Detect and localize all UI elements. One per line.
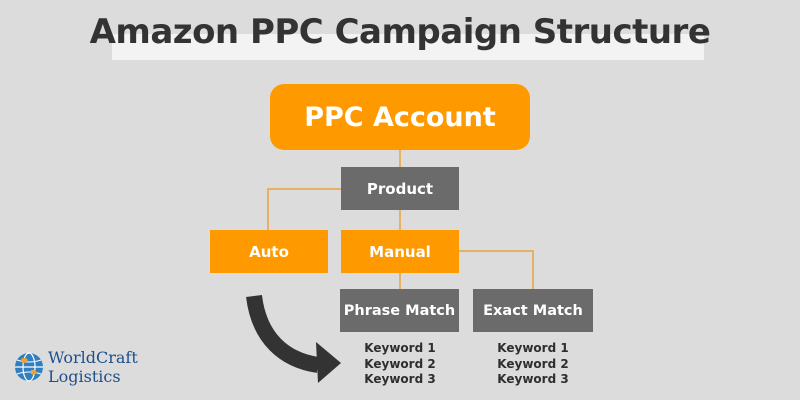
- keyword-item: Keyword 2: [364, 356, 436, 371]
- phrase-keyword-list: Keyword 1 Keyword 2 Keyword 3: [340, 341, 460, 388]
- keyword-item: Keyword 2: [497, 356, 569, 371]
- phrase-match-box: Phrase Match: [340, 289, 459, 332]
- ppc-account-box: PPC Account: [270, 84, 530, 150]
- arrow-head-icon: [316, 342, 341, 383]
- exact-match-box: Exact Match: [473, 289, 593, 332]
- connector-manual-exact: [459, 250, 534, 289]
- title-highlight-band: [112, 34, 704, 60]
- keyword-item: Keyword 3: [364, 372, 436, 386]
- worldcraft-logo: WorldCraft Logistics: [12, 348, 152, 388]
- page-title: Amazon PPC Campaign Structure: [89, 12, 711, 52]
- keyword-item: Keyword 1: [497, 341, 569, 355]
- connector-product-auto: [267, 188, 341, 230]
- keyword-item: Keyword 1: [364, 341, 436, 355]
- logo-text-line1: WorldCraft: [48, 348, 138, 367]
- exact-keyword-list: Keyword 1 Keyword 2 Keyword 3: [473, 341, 593, 388]
- logo-text-line2: Logistics: [48, 367, 121, 386]
- curved-arrow-icon: [246, 294, 320, 373]
- keyword-item: Keyword 3: [497, 372, 569, 386]
- globe-icon: [15, 352, 43, 382]
- manual-box: Manual: [341, 230, 459, 273]
- auto-box: Auto: [210, 230, 328, 273]
- product-box: Product: [341, 167, 459, 210]
